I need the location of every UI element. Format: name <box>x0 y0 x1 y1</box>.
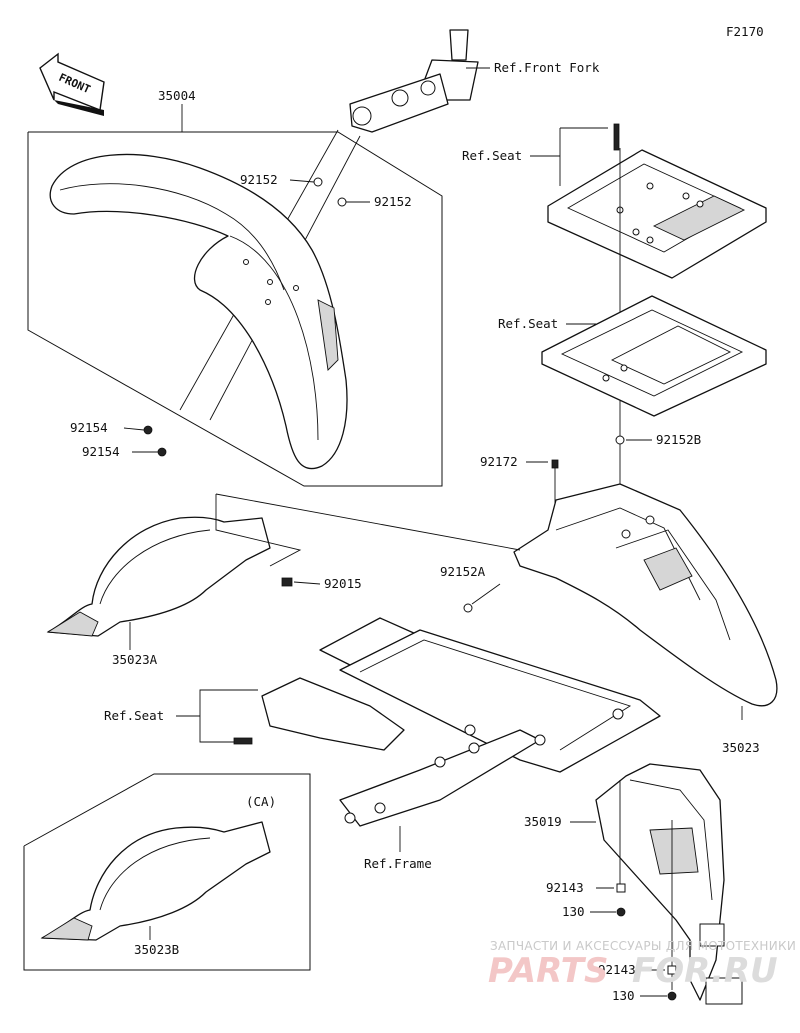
bolt-92154-a <box>143 425 153 435</box>
bolt-92172 <box>551 459 559 469</box>
label-130-a: 130 <box>562 904 585 919</box>
label-35004: 35004 <box>158 88 196 103</box>
watermark-brand-right: FOR.RU <box>632 951 778 991</box>
watermark-brand-left: PARTS <box>488 951 608 991</box>
washer-92152B <box>615 435 625 445</box>
washer-92152-b <box>337 197 347 207</box>
label-35019: 35019 <box>524 814 562 829</box>
flap-35019-group <box>570 763 743 1005</box>
label-35023B: 35023B <box>134 942 179 957</box>
mudguard-35023A <box>47 516 271 637</box>
watermark-tagline: ЗАПЧАСТИ И АКСЕССУАРЫ ДЛЯ МОТОТЕХНИКИ <box>490 939 796 953</box>
label-ref-seat-top: Ref.Seat <box>462 148 522 163</box>
front-leaders <box>123 67 490 453</box>
label-130-b: 130 <box>612 988 635 1003</box>
washer-92152A <box>463 603 473 613</box>
label-35023: 35023 <box>722 740 760 755</box>
label-92154-b: 92154 <box>82 444 120 459</box>
seat-bracket-upper <box>530 123 767 560</box>
label-92152-a: 92152 <box>240 172 278 187</box>
collar-92143-b <box>667 965 677 975</box>
figure-code: F2170 <box>726 24 764 39</box>
front-arrow-icon: FRONT <box>39 52 105 116</box>
label-35023A: 35023A <box>112 652 158 667</box>
rear-fender-35023 <box>513 483 778 707</box>
front-fender-35004 <box>49 153 348 470</box>
rear-fasteners <box>590 883 677 1001</box>
mudguard-35023B <box>41 821 271 941</box>
label-92152B: 92152B <box>656 432 701 447</box>
bolt-92154-b <box>157 447 167 457</box>
label-92015: 92015 <box>324 576 362 591</box>
label-ref-frame: Ref.Frame <box>364 856 432 871</box>
label-ref-seat-left: Ref.Seat <box>104 708 164 723</box>
clip-92015 <box>281 577 293 587</box>
label-92172: 92172 <box>480 454 518 469</box>
mudguard-35023B-group <box>23 773 311 971</box>
label-ref-seat-mid: Ref.Seat <box>498 316 558 331</box>
label-92152A: 92152A <box>440 564 486 579</box>
label-92143-b: 92143 <box>598 962 636 977</box>
mudguard-35023A-group <box>46 494 321 650</box>
label-ca: (CA) <box>246 794 276 809</box>
seat-bracket-middle <box>541 295 767 417</box>
bolt-130-a <box>616 907 626 917</box>
label-92154-a: 92154 <box>70 420 108 435</box>
front-fork-drawing <box>179 29 479 421</box>
label-ref-front-fork: Ref.Front Fork <box>494 60 600 75</box>
washer-92152-a <box>313 177 323 187</box>
seat-ref-left <box>176 689 258 745</box>
watermark: ЗАПЧАСТИ И АКСЕССУАРЫ ДЛЯ МОТОТЕХНИКИ PA… <box>488 939 796 991</box>
label-92152-b: 92152 <box>374 194 412 209</box>
label-92143-a: 92143 <box>546 880 584 895</box>
bolt-130-b <box>667 991 677 1001</box>
rear-fender-35023-group <box>215 459 778 707</box>
front-fender-group <box>27 29 479 487</box>
rear-frame-group <box>261 617 661 852</box>
collar-92143-a <box>616 883 626 893</box>
